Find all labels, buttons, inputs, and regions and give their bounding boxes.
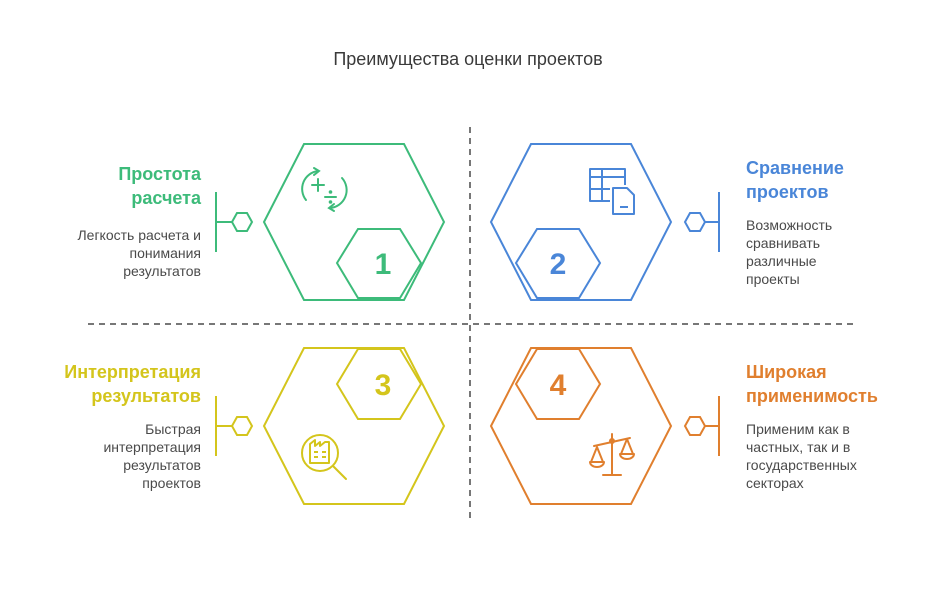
item-1-large-hexagon bbox=[262, 143, 446, 301]
item-4-small-hexagon bbox=[683, 416, 707, 436]
item-2-number-hexagon bbox=[514, 228, 602, 299]
item-2-heading-line-1: Сравнение bbox=[746, 158, 844, 178]
item-2-description: Возможность сравнивать различные проекты bbox=[746, 216, 832, 288]
item-3-number-hexagon bbox=[335, 348, 423, 420]
item-4-description-line-4: секторах bbox=[746, 475, 804, 491]
item-4-description-line-3: государственных bbox=[746, 457, 857, 473]
calculator-icon bbox=[301, 167, 348, 212]
item-1-small-hexagon bbox=[230, 212, 254, 232]
item-1-description-line-3: результатов bbox=[123, 263, 201, 279]
item-1-heading-line-2: расчета bbox=[131, 188, 201, 208]
item-4-heading-line-2: применимость bbox=[746, 386, 878, 406]
item-2-description-line-1: Возможность bbox=[746, 217, 833, 233]
item-3-description-line-1: Быстрая bbox=[145, 421, 201, 437]
item-3-description-line-4: проектов bbox=[142, 475, 201, 491]
item-1-heading-line-1: Простота bbox=[118, 164, 201, 184]
item-4-graphic bbox=[489, 347, 720, 505]
item-3-description-line-2: интерпретация bbox=[103, 439, 201, 455]
item-4-description-line-2: частных, так и в bbox=[746, 439, 851, 455]
item-4-heading-line-1: Широкая bbox=[746, 362, 827, 382]
item-1-description-line-2: понимания bbox=[129, 245, 201, 261]
item-2-number: 2 bbox=[550, 248, 567, 281]
item-2-description-line-2: сравнивать bbox=[746, 235, 821, 251]
item-2-description-line-4: проекты bbox=[746, 271, 800, 287]
item-3-heading-line-2: результатов bbox=[91, 386, 201, 406]
item-3-description: Быстрая интерпретация результатов проект… bbox=[103, 420, 201, 492]
item-1-heading: Простота расчета bbox=[118, 162, 201, 210]
item-2-heading-line-2: проектов bbox=[746, 182, 829, 202]
item-4-heading: Широкая применимость bbox=[746, 360, 878, 408]
item-3-heading-line-1: Интерпретация bbox=[64, 362, 201, 382]
item-2-heading: Сравнение проектов bbox=[746, 156, 844, 204]
item-4-number-hexagon bbox=[514, 348, 602, 420]
item-3-description-line-3: результатов bbox=[123, 457, 201, 473]
item-3-number: 3 bbox=[375, 369, 392, 402]
factory-search-icon bbox=[301, 434, 347, 480]
item-2-graphic bbox=[489, 143, 720, 301]
item-2-small-hexagon bbox=[683, 212, 707, 232]
item-2-large-hexagon bbox=[489, 143, 673, 301]
item-4-description: Применим как в частных, так и в государс… bbox=[746, 420, 857, 492]
item-1-number: 1 bbox=[375, 248, 392, 281]
item-3-small-hexagon bbox=[230, 416, 254, 436]
item-1-graphic bbox=[215, 143, 446, 301]
item-3-heading: Интерпретация результатов bbox=[64, 360, 201, 408]
item-4-number: 4 bbox=[550, 369, 567, 402]
item-3-graphic bbox=[215, 347, 446, 505]
table-document-icon bbox=[589, 168, 635, 215]
item-1-description: Легкость расчета и понимания результатов bbox=[77, 226, 201, 280]
item-1-number-hexagon bbox=[335, 228, 423, 299]
item-4-large-hexagon bbox=[489, 347, 673, 505]
item-3-large-hexagon bbox=[262, 347, 446, 505]
page-title: Преимущества оценки проектов bbox=[333, 49, 603, 69]
scales-icon bbox=[589, 433, 635, 476]
item-2-description-line-3: различные bbox=[746, 253, 817, 269]
item-4-description-line-1: Применим как в bbox=[746, 421, 850, 437]
item-1-description-line-1: Легкость расчета и bbox=[77, 227, 201, 243]
